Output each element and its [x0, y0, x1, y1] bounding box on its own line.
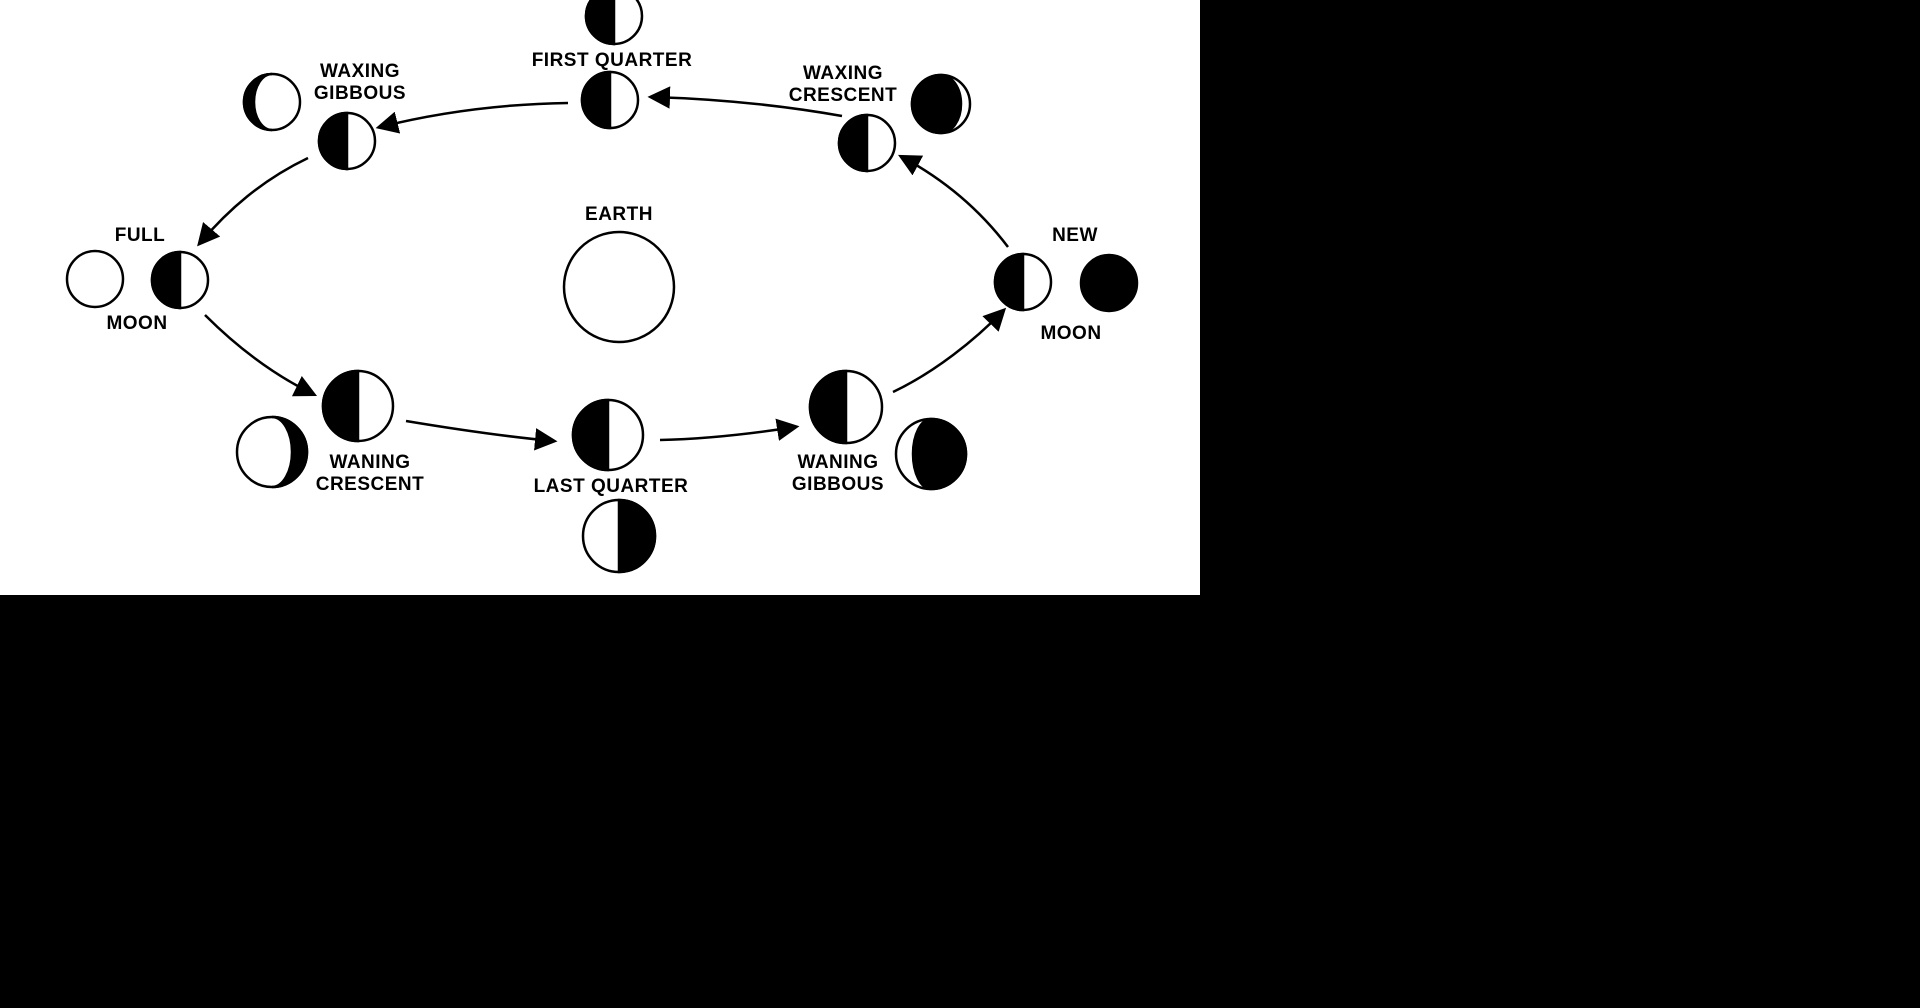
label-new-line1: NEW — [1052, 225, 1098, 246]
earth-circle — [562, 230, 676, 344]
orbit-moons — [150, 70, 1053, 472]
label-first-quarter: FIRST QUARTER — [532, 50, 693, 71]
orbit-moon-waxing-gibbous — [317, 111, 377, 171]
label-waxing-gibbous-line2: GIBBOUS — [314, 83, 406, 104]
arrow-waning-crescent-to-last — [405, 419, 558, 451]
arrow-first-to-waxing-gibbous — [375, 101, 569, 134]
label-waning-crescent-line2: CRESCENT — [316, 474, 425, 495]
arrow-full-to-waning-crescent — [204, 314, 318, 397]
appearance-waxing-gibbous — [242, 72, 302, 132]
orbit-moon-new — [993, 252, 1053, 312]
label-waxing-crescent-line1: WAXING — [803, 63, 883, 84]
label-waning-gibbous-line2: GIBBOUS — [792, 474, 884, 495]
appearance-waxing-crescent — [910, 73, 972, 135]
label-full-line2: MOON — [106, 313, 167, 334]
orbit-moon-full — [150, 250, 210, 310]
label-last-quarter: LAST QUARTER — [534, 476, 689, 497]
appearance-full-moon — [65, 249, 125, 309]
orbit-moon-waxing-crescent — [837, 113, 897, 173]
appearance-waning-gibbous — [894, 417, 968, 491]
appearance-waning-crescent — [235, 415, 309, 489]
label-waxing-gibbous-line1: WAXING — [320, 61, 400, 82]
label-waning-gibbous-line1: WANING — [797, 452, 878, 473]
orbit-moon-waning-gibbous — [808, 369, 884, 445]
arrow-waxing-gibbous-to-full — [197, 156, 309, 247]
arrow-new-to-waxing-crescent — [898, 154, 1009, 248]
appearance-new-moon — [1079, 253, 1139, 313]
appearance-last-quarter — [581, 498, 657, 574]
orbit-moon-waning-crescent — [321, 369, 395, 443]
label-waxing-crescent-line2: CRESCENT — [789, 85, 898, 106]
arrow-waning-gibbous-to-new — [892, 307, 1007, 394]
orbit-moon-last-quarter — [571, 398, 645, 472]
appearance-first-quarter — [584, 0, 644, 46]
label-new-line2: MOON — [1040, 323, 1101, 344]
label-waning-crescent-line1: WANING — [329, 452, 410, 473]
orbit-moon-first-quarter — [580, 70, 640, 130]
arrow-last-to-waning-gibbous — [659, 418, 800, 442]
arrow-waxing-crescent-to-first — [647, 86, 843, 118]
appearance-moons — [65, 0, 1139, 574]
earth-label: EARTH — [585, 204, 653, 225]
orbit-arrows — [197, 86, 1009, 451]
label-full-line1: FULL — [115, 225, 166, 246]
